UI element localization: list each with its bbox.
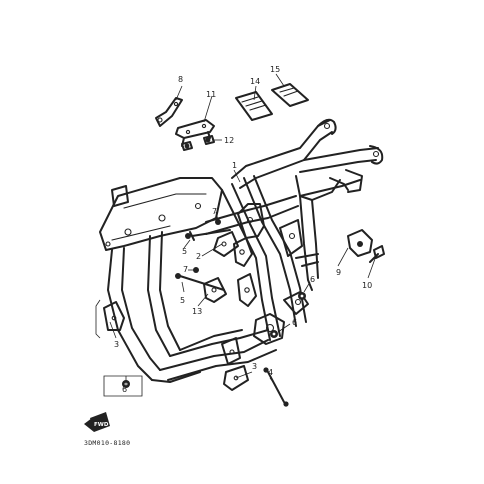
part-3-plate-left xyxy=(103,301,125,331)
callout-3-bottom: 3 xyxy=(252,362,257,371)
diagram-code: 3DM010-8180 xyxy=(84,439,130,447)
callout-8: 8 xyxy=(178,75,183,84)
main-frame xyxy=(99,118,384,383)
callout-labels: 1 2 3 3 4 5 5 6 6 6 7 7 8 9 10 11 12 13 … xyxy=(114,65,372,394)
part-14-plate xyxy=(235,91,273,121)
callout-4: 4 xyxy=(268,368,273,377)
part-5-bolt-upper xyxy=(185,229,231,241)
part-7-nut-upper xyxy=(215,219,221,225)
front-direction-badge: FWD xyxy=(84,412,110,432)
callout-6-right: 6 xyxy=(310,275,315,284)
part-6-nut-upper xyxy=(298,292,306,300)
part-4-long-bolt xyxy=(263,367,289,407)
callout-13: 13 xyxy=(192,307,202,316)
callout-15: 15 xyxy=(270,65,280,74)
part-10-bolt xyxy=(369,245,385,263)
part-5-bolt-lower xyxy=(175,273,225,291)
callout-7-upper: 7 xyxy=(212,207,217,216)
part-13-engine-bracket xyxy=(203,277,227,303)
callout-14: 14 xyxy=(250,77,260,86)
callout-12: 12 xyxy=(224,136,234,145)
part-12-bolt xyxy=(203,135,215,145)
part-group-box-lower xyxy=(103,375,143,397)
callout-6-middle: 6 xyxy=(292,318,297,327)
callout-10: 10 xyxy=(362,281,372,290)
part-8-bracket xyxy=(155,97,183,127)
leader-lines xyxy=(109,73,377,387)
callout-1: 1 xyxy=(232,161,237,170)
part-12-bolt-2 xyxy=(181,141,193,151)
callout-9: 9 xyxy=(336,268,341,277)
part-15-plate xyxy=(271,83,309,107)
callout-5-lower: 5 xyxy=(180,296,185,305)
callout-2: 2 xyxy=(196,252,201,261)
part-group-box-left xyxy=(95,299,101,339)
front-badge-label: FWD xyxy=(94,422,109,428)
callout-7-lower: 7 xyxy=(183,265,188,274)
part-6-nut-middle xyxy=(270,330,278,338)
callout-5-upper: 5 xyxy=(182,247,187,256)
callout-11: 11 xyxy=(206,90,216,99)
callout-6-lower: 6 xyxy=(122,385,127,394)
callout-3-left: 3 xyxy=(114,340,119,349)
part-3-plate-bottom xyxy=(223,365,249,391)
part-9-bracket xyxy=(347,229,373,257)
